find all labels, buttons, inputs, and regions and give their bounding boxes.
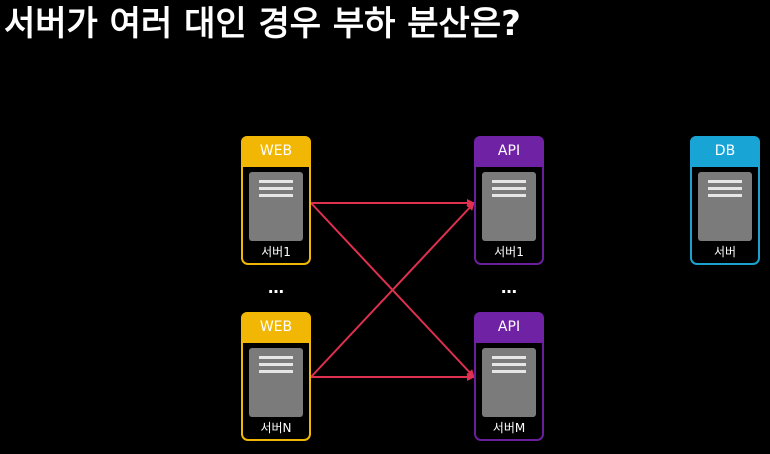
server-icon [249,172,303,241]
api-server-1-header: API [474,136,544,167]
db-server-label: 서버 [713,245,737,259]
api-server-m-label: 서버M [492,421,526,435]
api-server-m-header: API [474,312,544,343]
web-server-n-label: 서버N [260,421,292,435]
page-title: 서버가 여러 대인 경우 부하 분산은? [4,4,521,44]
server-icon [482,348,536,417]
web-server-1: WEB 서버1 [241,136,311,265]
api-server-1-label: 서버1 [494,245,524,259]
web-server-1-header: WEB [241,136,311,167]
api-ellipsis: … [501,278,517,297]
db-server-header: DB [690,136,760,167]
server-icon [698,172,752,241]
api-server-1: API 서버1 [474,136,544,265]
web-ellipsis: … [268,278,284,297]
db-server: DB 서버 [690,136,760,265]
web-server-n: WEB 서버N [241,312,311,441]
server-icon [482,172,536,241]
web-server-1-label: 서버1 [261,245,291,259]
arrow-webn-api1 [310,202,475,378]
server-icon [249,348,303,417]
web-server-n-header: WEB [241,312,311,343]
api-server-m: API 서버M [474,312,544,441]
